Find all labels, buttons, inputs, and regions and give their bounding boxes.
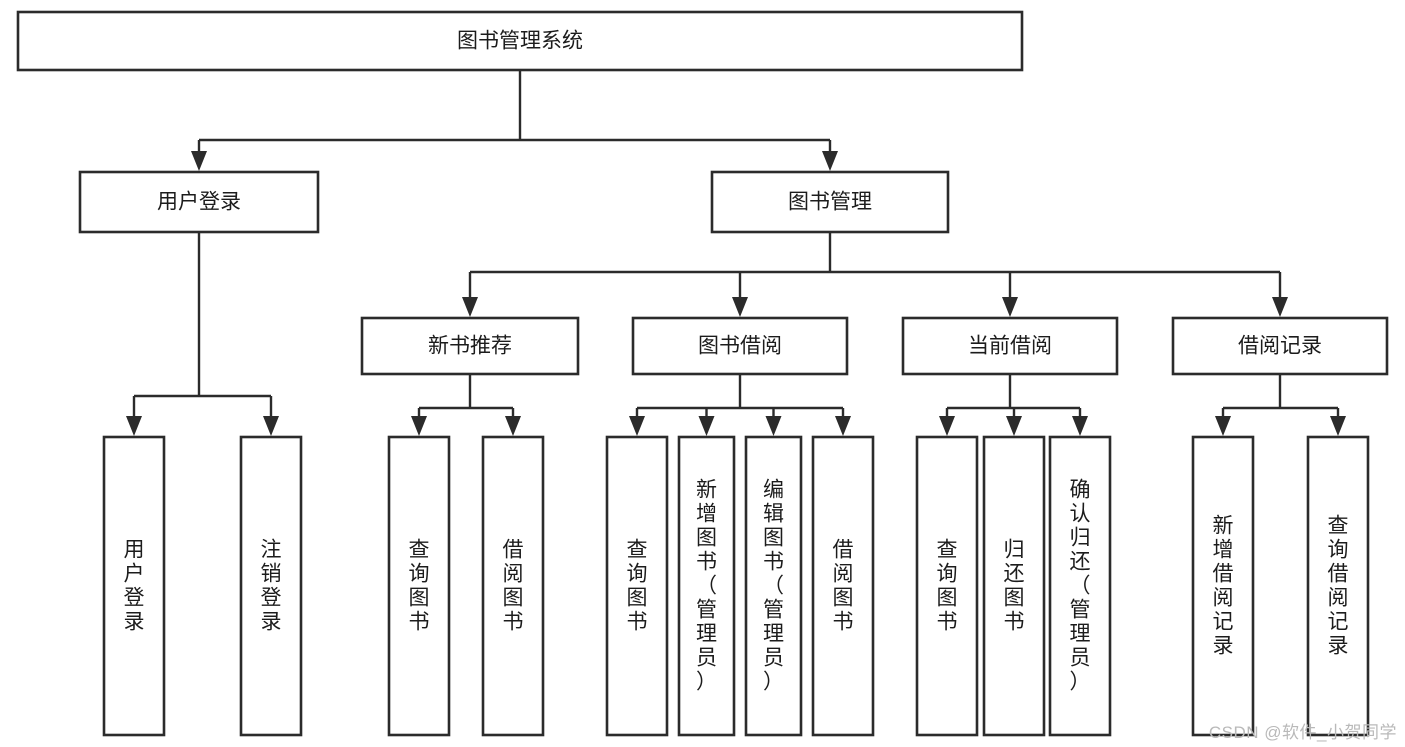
node-user-logout[interactable]: 注销登录 xyxy=(239,435,303,737)
node-label-cb-query-book: 查询图书 xyxy=(937,539,958,634)
node-label-br-query-record: 查询借阅记录 xyxy=(1328,515,1349,658)
arrow-head-icon-bb-borrow-book xyxy=(835,416,851,436)
node-label-bb-borrow-book: 借阅图书 xyxy=(833,539,854,634)
node-cb-confirm-return[interactable]: 确认归还（管理员） xyxy=(1048,435,1112,737)
node-label-user-login: 用户登录 xyxy=(157,191,241,214)
node-cb-return-book[interactable]: 归还图书 xyxy=(982,435,1046,737)
node-box-borrow-record xyxy=(1171,316,1389,376)
node-box-nbr-query-book xyxy=(387,435,451,737)
arrow-head-icon-br-add-record xyxy=(1215,416,1231,436)
node-book-borrow[interactable]: 图书借阅 xyxy=(631,316,849,376)
node-book-manage[interactable]: 图书管理 xyxy=(710,170,950,234)
node-box-user-login xyxy=(78,170,320,234)
node-box-br-add-record xyxy=(1191,435,1255,737)
arrow-head-icon-user-login-do xyxy=(126,416,142,436)
node-box-cb-query-book xyxy=(915,435,979,737)
arrow-head-icon-nbr-borrow-book xyxy=(505,416,521,436)
node-box-cb-confirm-return xyxy=(1048,435,1112,737)
node-label-new-book-rec: 新书推荐 xyxy=(428,335,512,358)
node-box-current-borrow xyxy=(901,316,1119,376)
node-box-bb-add-book xyxy=(677,435,736,737)
arrow-head-icon-book-borrow xyxy=(732,297,748,317)
node-user-login-do[interactable]: 用户登录 xyxy=(102,435,166,737)
arrow-head-icon-br-query-record xyxy=(1330,416,1346,436)
node-label-book-manage: 图书管理 xyxy=(788,191,872,214)
arrow-head-icon-cb-return-book xyxy=(1006,416,1022,436)
node-label-book-borrow: 图书借阅 xyxy=(698,335,782,358)
arrow-head-icon-cb-confirm-return xyxy=(1072,416,1088,436)
node-label-nbr-query-book: 查询图书 xyxy=(409,539,430,634)
arrow-head-icon-nbr-query-book xyxy=(411,416,427,436)
node-layer: 图书管理系统用户登录用户登录注销登录图书管理新书推荐查询图书借阅图书图书借阅查询… xyxy=(16,10,1389,737)
node-label-bb-add-book: 新增图书（管理员） xyxy=(696,479,717,694)
node-root[interactable]: 图书管理系统 xyxy=(16,10,1024,72)
node-label-root: 图书管理系统 xyxy=(457,30,583,53)
node-label-br-add-record: 新增借阅记录 xyxy=(1213,515,1234,658)
node-label-nbr-borrow-book: 借阅图书 xyxy=(503,539,524,634)
node-new-book-rec[interactable]: 新书推荐 xyxy=(360,316,580,376)
arrow-head-icon-bb-edit-book xyxy=(765,416,782,436)
node-label-cb-return-book: 归还图书 xyxy=(1004,539,1025,634)
node-label-user-logout: 注销登录 xyxy=(261,539,282,634)
node-bb-query-book[interactable]: 查询图书 xyxy=(605,435,669,737)
connector-layer xyxy=(126,70,1346,436)
node-box-bb-query-book xyxy=(605,435,669,737)
arrow-head-icon-book-manage xyxy=(822,151,838,171)
node-box-new-book-rec xyxy=(360,316,580,376)
arrow-head-icon-bb-add-book xyxy=(698,416,715,436)
node-label-bb-query-book: 查询图书 xyxy=(627,539,648,634)
node-bb-add-book[interactable]: 新增图书（管理员） xyxy=(677,435,736,737)
node-box-cb-return-book xyxy=(982,435,1046,737)
node-label-borrow-record: 借阅记录 xyxy=(1238,335,1322,358)
node-bb-borrow-book[interactable]: 借阅图书 xyxy=(811,435,875,737)
node-box-root xyxy=(16,10,1024,72)
node-cb-query-book[interactable]: 查询图书 xyxy=(915,435,979,737)
node-label-user-login-do: 用户登录 xyxy=(124,539,145,634)
node-box-user-login-do xyxy=(102,435,166,737)
arrow-head-icon-bb-query-book xyxy=(629,416,645,436)
arrow-head-icon-user-login xyxy=(191,151,207,171)
node-bb-edit-book[interactable]: 编辑图书（管理员） xyxy=(744,435,803,737)
node-box-book-manage xyxy=(710,170,950,234)
arrow-head-icon-cb-query-book xyxy=(939,416,955,436)
node-br-query-record[interactable]: 查询借阅记录 xyxy=(1306,435,1370,737)
arrow-head-icon-borrow-record xyxy=(1272,297,1288,317)
arrow-head-icon-new-book-rec xyxy=(462,297,478,317)
node-borrow-record[interactable]: 借阅记录 xyxy=(1171,316,1389,376)
node-box-bb-borrow-book xyxy=(811,435,875,737)
node-user-login[interactable]: 用户登录 xyxy=(78,170,320,234)
arrow-head-icon-user-logout xyxy=(263,416,279,436)
node-box-nbr-borrow-book xyxy=(481,435,545,737)
arrow-head-icon-current-borrow xyxy=(1002,297,1018,317)
node-box-bb-edit-book xyxy=(744,435,803,737)
node-box-user-logout xyxy=(239,435,303,737)
node-nbr-borrow-book[interactable]: 借阅图书 xyxy=(481,435,545,737)
node-label-current-borrow: 当前借阅 xyxy=(968,335,1052,358)
node-box-book-borrow xyxy=(631,316,849,376)
node-box-br-query-record xyxy=(1306,435,1370,737)
node-current-borrow[interactable]: 当前借阅 xyxy=(901,316,1119,376)
node-br-add-record[interactable]: 新增借阅记录 xyxy=(1191,435,1255,737)
node-label-cb-confirm-return: 确认归还（管理员） xyxy=(1070,479,1091,694)
node-nbr-query-book[interactable]: 查询图书 xyxy=(387,435,451,737)
node-label-bb-edit-book: 编辑图书（管理员） xyxy=(763,479,784,694)
